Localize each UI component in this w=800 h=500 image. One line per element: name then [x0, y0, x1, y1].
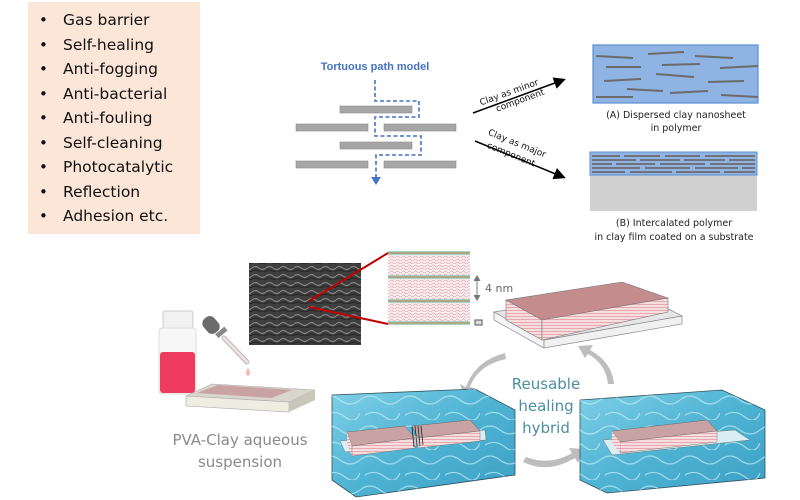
spacing-arrows-icon — [473, 275, 481, 301]
property-item: Adhesion etc. — [28, 204, 200, 229]
clay-sheet — [295, 123, 369, 132]
arrow-minor — [472, 77, 566, 114]
clay-sheet — [383, 160, 457, 169]
vial-liquid — [160, 352, 195, 393]
sem-image — [249, 263, 361, 345]
clay-sheet — [295, 160, 369, 169]
crack-icon — [411, 425, 424, 448]
water-tank-healed — [579, 389, 766, 494]
healed-film-on-substrate — [492, 281, 684, 349]
vial-cap — [162, 310, 194, 329]
clay-sheets — [295, 105, 457, 169]
diffusion-path — [374, 80, 422, 177]
suspension-vial — [158, 310, 197, 395]
intercalated-nanosheets — [592, 155, 755, 173]
zoom-connector-top — [308, 252, 389, 302]
cycle-label-1: Reusable — [512, 375, 580, 393]
branch-arrows: Clay as minor component Clay as major co… — [472, 77, 566, 180]
property-item: Anti-bacterial — [28, 82, 200, 107]
zoom-connector-bottom — [308, 306, 389, 325]
cycle-arrow-up-icon — [578, 345, 614, 384]
structure-a-caption-2: in polymer — [651, 123, 702, 134]
tortuous-path-model: Tortuous path model — [295, 61, 457, 185]
tortuous-path-title: Tortuous path model — [321, 61, 430, 73]
structure-b-intercalated — [589, 151, 758, 211]
property-item: Self-cleaning — [28, 131, 200, 156]
spacing-label: 4 nm — [485, 282, 513, 295]
structure-a-caption-1: (A) Dispersed clay nanosheet — [606, 110, 746, 121]
sem-micrograph — [249, 263, 361, 345]
cycle-arrow-right-icon — [523, 448, 583, 468]
layered-structure-inset: 4 nm — [388, 251, 513, 326]
cycle-label-2: healing — [518, 397, 573, 415]
properties-list-panel: Gas barrierSelf-healingAnti-foggingAnti-… — [28, 2, 200, 234]
water-tank-damaged — [331, 388, 516, 498]
structure-b-caption-1: (B) Intercalated polymer — [616, 218, 732, 229]
structure-b-caption-2: in clay film coated on a substrate — [594, 232, 753, 243]
property-item: Reflection — [28, 180, 200, 205]
substrate — [590, 175, 757, 211]
suspension-label-2: suspension — [198, 453, 282, 471]
polymer-layer — [388, 252, 470, 324]
property-item: Self-healing — [28, 33, 200, 58]
cast-film — [197, 385, 292, 398]
arrow-major — [474, 140, 566, 180]
scale-marker — [474, 319, 483, 326]
structure-a-dispersed — [592, 44, 759, 104]
polymer-matrix — [592, 44, 759, 104]
clay-sheet — [383, 123, 457, 132]
property-item: Anti-fogging — [28, 57, 200, 82]
property-item: Photocatalytic — [28, 155, 200, 180]
clay-sheet — [339, 105, 413, 114]
properties-list: Gas barrierSelf-healingAnti-foggingAnti-… — [28, 2, 200, 229]
diffusion-arrowhead-icon — [371, 177, 381, 185]
cycle-label-3: hybrid — [522, 419, 570, 437]
suspension-label-1: PVA-Clay aqueous — [172, 431, 307, 449]
clay-layers — [388, 251, 470, 325]
droplet-icon — [246, 368, 250, 376]
clay-sheet — [339, 141, 413, 150]
dispersed-nanosheets — [595, 51, 759, 98]
coating-plate — [185, 383, 316, 413]
dropper-icon — [202, 316, 250, 376]
property-item: Anti-fouling — [28, 106, 200, 131]
property-item: Gas barrier — [28, 8, 200, 33]
